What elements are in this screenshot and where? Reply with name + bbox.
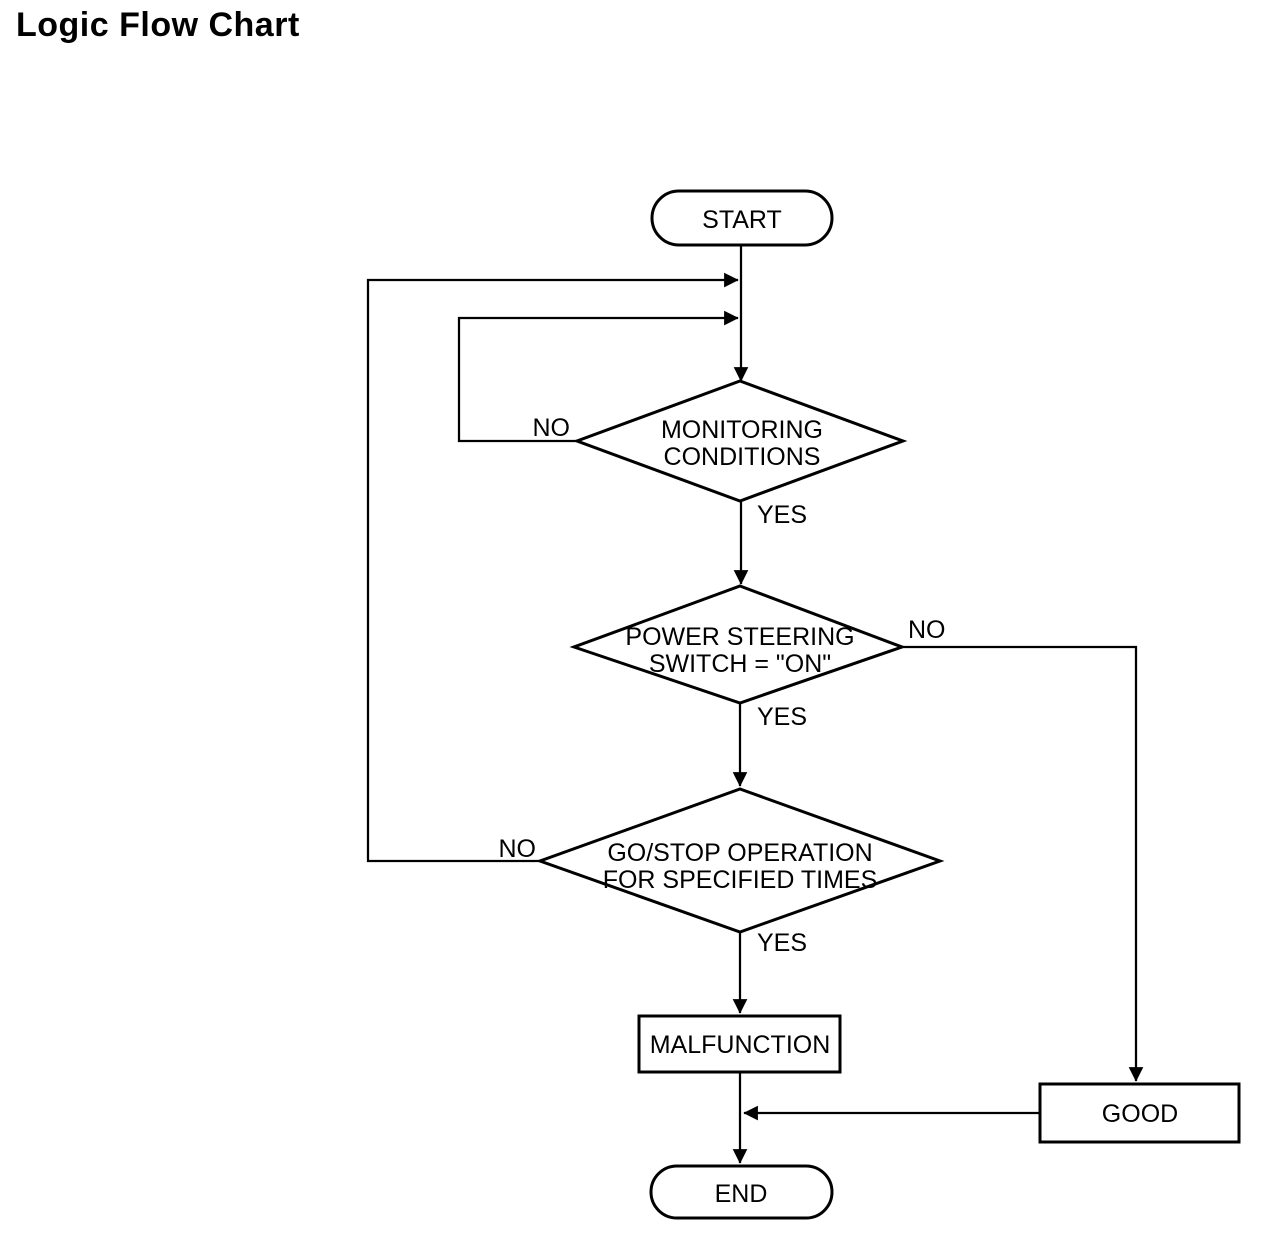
power-steering-decision xyxy=(569,584,907,705)
go-stop-line1: GO/STOP OPERATION xyxy=(607,839,872,867)
end-terminator xyxy=(649,1164,834,1220)
go-stop-decision xyxy=(535,787,945,934)
malfunction-label: MALFUNCTION xyxy=(650,1031,831,1059)
monitoring-conditions-decision xyxy=(572,379,908,503)
start-label: START xyxy=(702,206,782,234)
go-stop-line2: FOR SPECIFIED TIMES xyxy=(603,866,878,894)
monitoring-conditions-line2: CONDITIONS xyxy=(664,443,821,471)
good-label: GOOD xyxy=(1102,1100,1178,1128)
power-steering-yes-label: YES xyxy=(757,703,807,731)
edge-monitoring-no-loop xyxy=(457,310,739,443)
good-process xyxy=(1038,1082,1241,1144)
monitoring-no-label: NO xyxy=(533,414,571,442)
monitoring-yes-label: YES xyxy=(757,501,807,529)
edge-power-steering-no-to-good xyxy=(902,645,1144,1082)
power-steering-no-label: NO xyxy=(908,616,946,644)
end-label: END xyxy=(715,1180,768,1208)
start-terminator xyxy=(650,189,834,247)
page-title: Logic Flow Chart xyxy=(16,6,300,44)
go-stop-no-label: NO xyxy=(499,835,537,863)
monitoring-conditions-line1: MONITORING xyxy=(661,416,823,444)
malfunction-process xyxy=(637,1014,842,1074)
edge-go-stop-no-loop xyxy=(366,272,739,863)
power-steering-line1: POWER STEERING xyxy=(625,623,854,651)
go-stop-yes-label: YES xyxy=(757,929,807,957)
power-steering-line2: SWITCH = "ON" xyxy=(649,650,831,678)
